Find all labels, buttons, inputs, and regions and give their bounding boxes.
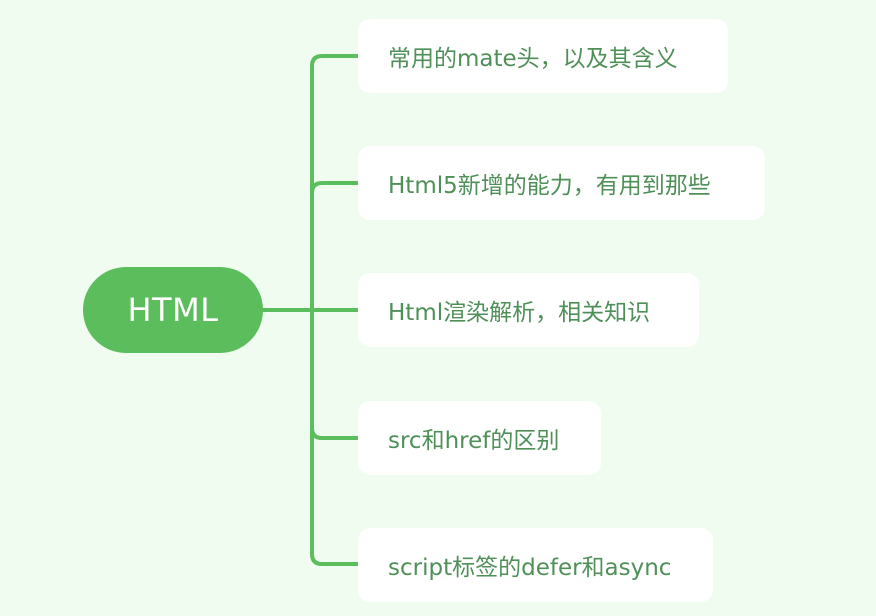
child-node-label: script标签的defer和async	[388, 555, 672, 581]
branch-trunk	[310, 54, 360, 566]
child-node-mate-tags[interactable]: 常用的mate头，以及其含义	[358, 19, 728, 93]
child-node-label: Html5新增的能力，有用到那些	[388, 173, 711, 199]
child-node-label: 常用的mate头，以及其含义	[388, 46, 678, 72]
child-node-src-href[interactable]: src和href的区别	[358, 401, 601, 475]
child-node-defer-async[interactable]: script标签的defer和async	[358, 528, 713, 602]
branch-connector-4	[310, 426, 360, 440]
root-node[interactable]: HTML	[83, 267, 263, 353]
root-node-label: HTML	[127, 291, 219, 329]
branch-connector-2	[310, 181, 360, 195]
child-node-rendering[interactable]: Html渲染解析，相关知识	[358, 273, 699, 347]
child-node-label: src和href的区别	[388, 428, 560, 454]
child-node-html5-features[interactable]: Html5新增的能力，有用到那些	[358, 146, 765, 220]
child-node-label: Html渲染解析，相关知识	[388, 300, 651, 326]
